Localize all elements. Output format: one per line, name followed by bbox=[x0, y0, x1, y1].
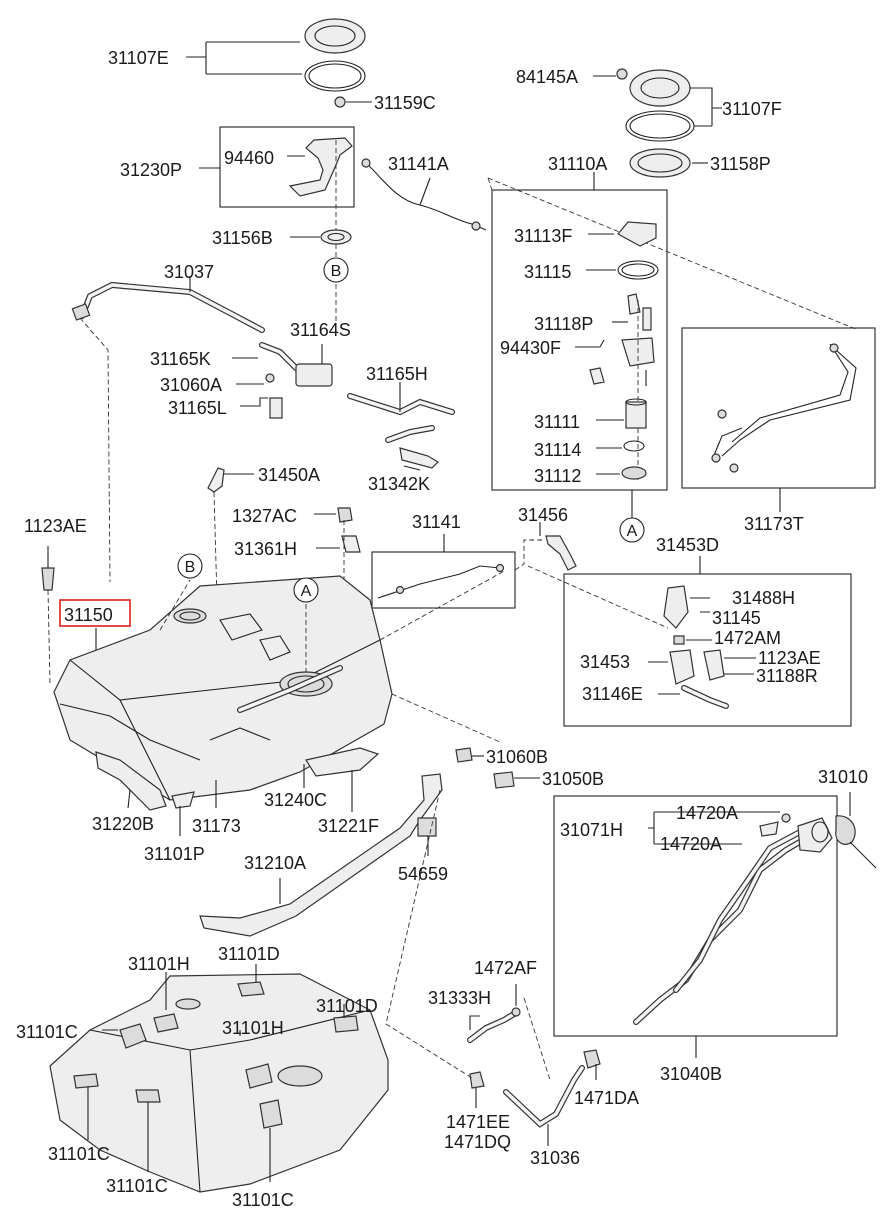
vent-hoses-bottom bbox=[385, 984, 601, 1146]
label-31101c-bm: 31101C bbox=[106, 1176, 168, 1196]
filler-neck-box-31040b bbox=[553, 792, 877, 1058]
label-31150: 31150 bbox=[64, 605, 113, 625]
ref-marker-b-tank bbox=[177, 553, 203, 579]
canister-31164s bbox=[232, 342, 455, 471]
ref-letter-b-top: B bbox=[331, 263, 342, 280]
label-31158p: 31158P bbox=[710, 154, 771, 174]
label-31112: 31112 bbox=[534, 466, 581, 486]
label-31101c-br: 31101C bbox=[232, 1190, 294, 1210]
label-31188r: 31188R bbox=[756, 666, 818, 686]
label-31110a: 31110A bbox=[548, 154, 607, 174]
label-31164s: 31164S bbox=[290, 320, 351, 340]
label-31040b: 31040B bbox=[660, 1064, 722, 1084]
label-31036: 31036 bbox=[530, 1148, 580, 1168]
label-31101p: 31101P bbox=[144, 844, 205, 864]
label-31165h: 31165H bbox=[366, 364, 428, 384]
label-31141: 31141 bbox=[412, 512, 461, 532]
label-31453: 31453 bbox=[580, 652, 630, 672]
label-31113f: 31113F bbox=[514, 226, 572, 246]
label-31146e: 31146E bbox=[582, 684, 643, 704]
label-31050b: 31050B bbox=[542, 769, 604, 789]
label-31221f: 31221F bbox=[318, 816, 379, 836]
label-31210a: 31210A bbox=[244, 853, 306, 873]
ref-marker-letters: B A B A bbox=[185, 263, 638, 600]
label-31361h: 31361H bbox=[234, 539, 297, 559]
lower-tank-pads bbox=[49, 964, 389, 1193]
label-1472af: 1472AF bbox=[474, 958, 537, 978]
label-31101c-bl: 31101C bbox=[48, 1144, 110, 1164]
label-31450a: 31450A bbox=[258, 465, 320, 485]
label-31456: 31456 bbox=[518, 505, 568, 525]
label-94430f: 94430F bbox=[500, 338, 561, 358]
sender-plate-group-left bbox=[186, 18, 372, 330]
label-1123ae-right: 1123AE bbox=[758, 648, 821, 668]
label-31118p: 31118P bbox=[534, 314, 593, 334]
ref-letter-a-tank: A bbox=[301, 583, 312, 600]
ref-letter-b-tank: B bbox=[185, 559, 196, 576]
main-fuel-tank bbox=[53, 553, 507, 801]
pump-module-box-31453d bbox=[527, 556, 852, 727]
label-31111: 31111 bbox=[534, 412, 580, 432]
label-31173: 31173 bbox=[192, 816, 241, 836]
harness-box-31173t bbox=[681, 327, 876, 512]
label-31333h: 31333H bbox=[428, 988, 491, 1008]
label-31156b: 31156B bbox=[212, 228, 273, 248]
label-31165k: 31165K bbox=[150, 349, 211, 369]
part-labels: 31107E 31159C 94460 31230P 31141A 31156B… bbox=[16, 48, 868, 1210]
label-31145: 31145 bbox=[712, 608, 761, 628]
label-31101d-right: 31101D bbox=[316, 996, 378, 1016]
label-1471ee: 1471EE bbox=[446, 1112, 510, 1132]
label-31114: 31114 bbox=[534, 440, 581, 460]
label-31101h-top: 31101H bbox=[128, 954, 190, 974]
label-31342k: 31342K bbox=[368, 474, 430, 494]
label-31240c: 31240C bbox=[264, 790, 327, 810]
vapor-hose-31037 bbox=[71, 276, 265, 583]
label-31060a: 31060A bbox=[160, 375, 222, 395]
label-31165l: 31165L bbox=[168, 398, 227, 418]
label-1123ae-left: 1123AE bbox=[24, 516, 87, 536]
label-14720a-bottom: 14720A bbox=[660, 834, 722, 854]
label-31101d-top: 31101D bbox=[218, 944, 280, 964]
label-31115: 31115 bbox=[524, 262, 571, 282]
sender-plate-group-right bbox=[487, 68, 859, 543]
ref-letter-a-mid: A bbox=[627, 523, 638, 540]
label-94460: 94460 bbox=[224, 148, 274, 168]
label-31230p: 31230P bbox=[120, 160, 182, 180]
label-1471dq: 1471DQ bbox=[444, 1132, 511, 1152]
label-14720a-top: 14720A bbox=[676, 803, 738, 823]
ref-marker-a-mid bbox=[619, 517, 645, 543]
label-31101h-mid: 31101H bbox=[222, 1018, 284, 1038]
ref-marker-a-tank bbox=[293, 577, 319, 603]
label-1472am: 1472AM bbox=[714, 628, 781, 648]
wire-harness-31141a bbox=[361, 158, 487, 231]
label-31488h: 31488H bbox=[732, 588, 795, 608]
label-31453d: 31453D bbox=[656, 535, 719, 555]
label-31037: 31037 bbox=[164, 262, 214, 282]
harness-box-31141 bbox=[371, 522, 577, 609]
label-31159c: 31159C bbox=[374, 93, 436, 113]
label-31101c-left: 31101C bbox=[16, 1022, 78, 1042]
label-1471da: 1471DA bbox=[574, 1088, 639, 1108]
highlight-box-31150 bbox=[59, 599, 131, 627]
label-31010: 31010 bbox=[818, 767, 868, 787]
tank-straps bbox=[95, 747, 540, 1025]
label-1327ac: 1327AC bbox=[232, 506, 297, 526]
label-54659: 54659 bbox=[398, 864, 448, 884]
label-31060b: 31060B bbox=[486, 747, 548, 767]
ref-marker-b-top bbox=[323, 257, 349, 283]
label-31173t: 31173T bbox=[744, 514, 804, 534]
label-31220b: 31220B bbox=[92, 814, 154, 834]
label-31141a: 31141A bbox=[388, 154, 449, 174]
label-31071h: 31071H bbox=[560, 820, 623, 840]
label-84145a: 84145A bbox=[516, 67, 578, 87]
label-31107f: 31107F bbox=[722, 99, 782, 119]
label-31107e: 31107E bbox=[108, 48, 169, 68]
